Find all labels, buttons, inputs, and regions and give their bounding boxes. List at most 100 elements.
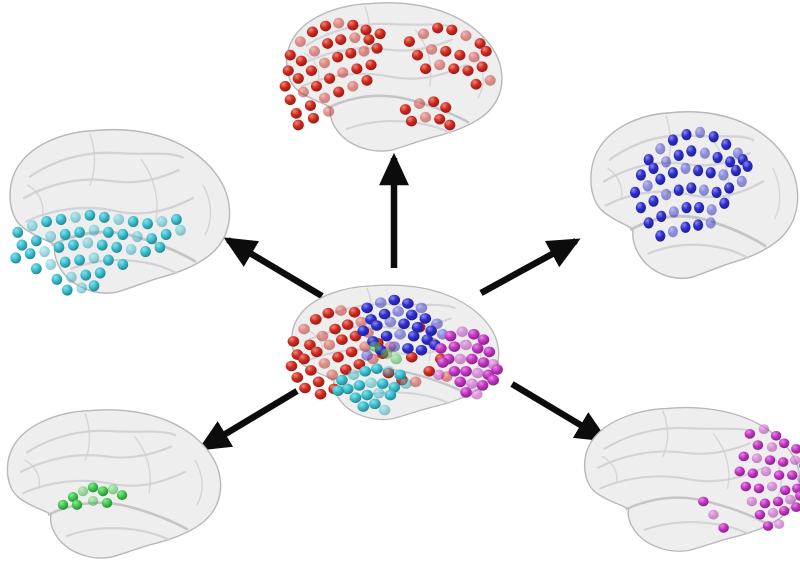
blue-node <box>643 217 654 229</box>
blue-node <box>711 186 722 199</box>
magenta-node <box>708 509 719 520</box>
blue-node <box>705 167 716 179</box>
red-node <box>290 108 302 119</box>
magenta-node <box>448 366 461 377</box>
magenta-node <box>762 521 774 531</box>
blue-node <box>635 201 646 214</box>
cyan-node <box>376 378 389 389</box>
magenta-node <box>747 468 759 479</box>
cyan-node <box>51 273 63 285</box>
cyan-node <box>53 241 65 253</box>
red-node <box>304 339 316 351</box>
blue-node <box>361 350 373 361</box>
arrows-layer <box>197 152 609 451</box>
brain-bottom-left-green-insula <box>6 408 222 560</box>
cyan-node <box>24 248 36 260</box>
cyan-node <box>357 401 370 412</box>
cyan-node <box>117 228 129 240</box>
blue-node <box>681 201 692 214</box>
red-node <box>374 28 386 40</box>
cyan-node <box>378 404 391 416</box>
blue-node <box>655 173 666 185</box>
red-node <box>460 30 472 42</box>
magenta-node <box>436 357 449 368</box>
blue-node <box>374 297 387 308</box>
blue-node <box>411 322 424 333</box>
brains-layer <box>6 1 800 560</box>
blue-node <box>724 182 735 194</box>
cyan-node <box>55 213 67 226</box>
red-node <box>319 92 331 104</box>
magenta-node <box>460 339 472 351</box>
red-node <box>320 20 332 32</box>
blue-node <box>643 154 654 166</box>
red-node <box>306 26 318 38</box>
cyan-node <box>154 241 166 253</box>
magenta-node <box>766 442 778 452</box>
red-node <box>318 358 331 369</box>
blue-node <box>648 195 659 207</box>
magenta-node <box>791 443 800 454</box>
node-group-cyan <box>10 209 186 296</box>
red-node <box>345 346 358 358</box>
cyan-node <box>84 209 96 221</box>
blue-node <box>384 316 397 328</box>
magenta-node <box>477 334 490 345</box>
magenta-node <box>698 496 709 507</box>
blue-node <box>742 160 753 172</box>
magenta-node <box>468 329 480 340</box>
magenta-node <box>773 519 785 529</box>
cyan-node <box>94 267 106 279</box>
blue-node <box>357 325 370 337</box>
red-node <box>462 65 474 76</box>
cyan-node <box>76 282 87 294</box>
magenta-node <box>466 378 478 389</box>
red-node <box>413 98 426 109</box>
red-node <box>335 305 347 316</box>
cyan-node <box>59 256 71 268</box>
cyan-node <box>26 220 38 232</box>
red-node <box>314 388 327 400</box>
cyan-node <box>336 374 348 386</box>
magenta-node <box>487 374 500 386</box>
blue-node <box>680 221 691 233</box>
brain-surface <box>589 110 800 280</box>
red-node <box>299 382 311 394</box>
node-group-blue <box>630 126 753 242</box>
blue-node <box>673 149 684 161</box>
magenta-node <box>786 470 798 481</box>
red-node <box>417 28 430 40</box>
blue-node <box>681 128 692 141</box>
blue-node <box>392 306 404 317</box>
red-node <box>403 36 415 47</box>
blue-node <box>706 204 717 216</box>
blue-node <box>719 197 730 209</box>
cyan-node <box>332 385 344 396</box>
magenta-node <box>758 424 770 435</box>
red-node <box>434 113 446 125</box>
blue-node <box>407 330 420 342</box>
red-node <box>326 369 339 381</box>
cyan-node <box>30 263 42 275</box>
magenta-node <box>753 483 765 494</box>
red-node <box>323 106 335 117</box>
blue-node <box>402 298 414 309</box>
red-node <box>316 330 329 342</box>
magenta-node <box>734 466 745 477</box>
magenta-node <box>792 483 800 494</box>
magenta-node <box>460 366 472 377</box>
cyan-node <box>365 377 377 388</box>
magenta-node <box>491 364 503 375</box>
red-node <box>411 49 424 61</box>
red-node <box>420 111 432 123</box>
magenta-node <box>738 451 750 462</box>
magenta-node <box>746 496 758 507</box>
node-group-cyan <box>332 363 412 416</box>
red-node <box>294 36 306 47</box>
red-node <box>428 96 440 108</box>
red-node <box>279 80 291 92</box>
cyan-node <box>369 398 381 410</box>
magenta-node <box>772 496 784 507</box>
magenta-node <box>444 330 457 342</box>
